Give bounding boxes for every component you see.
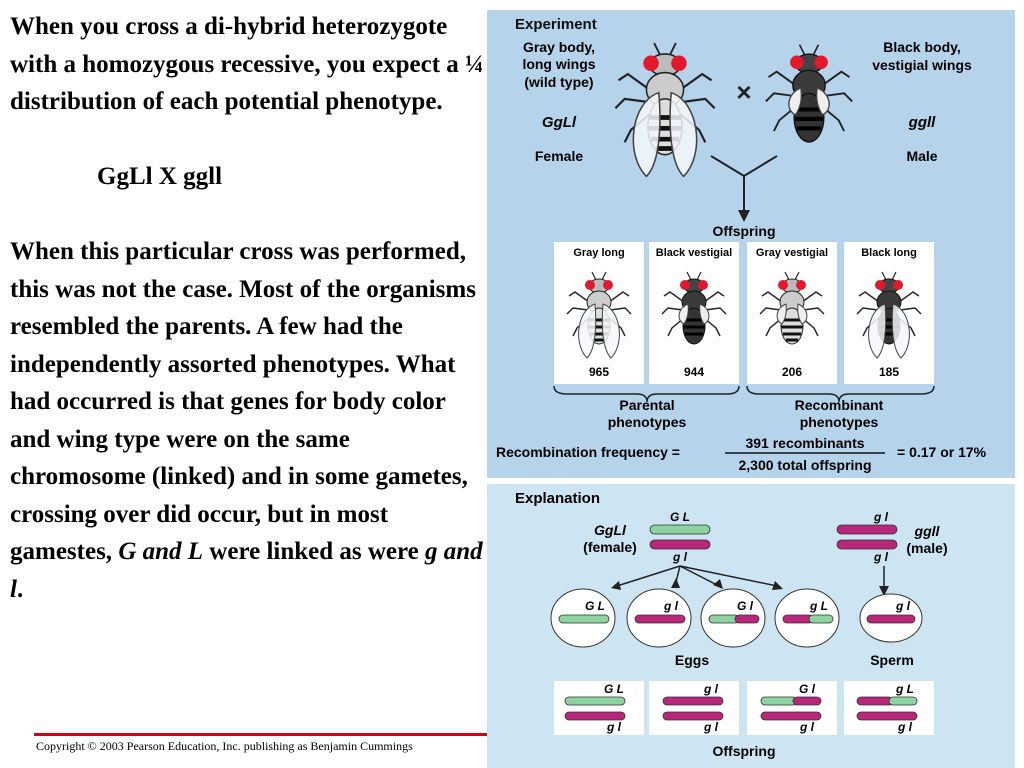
frequency-result: = 0.17 or 17%	[897, 444, 987, 460]
offspring-label-1: Black vestigial	[656, 247, 732, 259]
cross-arrowhead	[738, 210, 750, 222]
egg-3-alleles: G l	[737, 599, 754, 613]
eggs-label: Eggs	[675, 652, 709, 668]
arrowhead-egg2	[671, 578, 680, 588]
female-desc-line1: Gray body,	[523, 39, 595, 55]
frequency-label: Recombination frequency =	[496, 444, 680, 460]
experiment-heading: Experiment	[515, 16, 597, 33]
frequency-numerator: 391 recombinants	[745, 435, 864, 451]
zygote-1-bottom: g l	[606, 720, 622, 734]
zygote-2-top: g l	[703, 682, 719, 696]
zygote-2: g l g l	[649, 681, 739, 735]
explanation-male-genotype: ggll	[914, 523, 941, 539]
male-genotype: ggll	[908, 114, 936, 131]
male-top-alleles: g l	[873, 510, 889, 524]
male-chromosome-2	[836, 539, 898, 550]
divider-line	[34, 733, 488, 736]
egg-1-alleles: G L	[585, 599, 605, 613]
zygote-2-bottom: g l	[703, 720, 719, 734]
egg-1: G L	[550, 588, 616, 648]
egg-3: G l	[700, 588, 766, 648]
male-desc-line2: vestigial wings	[872, 57, 972, 73]
arrowhead-egg1	[611, 581, 621, 590]
offspring-box-gray-long: Gray long 965	[554, 242, 644, 384]
arrowhead-sperm	[879, 586, 889, 596]
egg-4: g L	[774, 588, 840, 648]
male-desc-line1: Black body,	[883, 39, 961, 55]
parental-label-line1: Parental	[619, 397, 674, 413]
zygote-1: G L g l	[554, 681, 644, 735]
male-label: Male	[906, 148, 937, 164]
zygote-3-bottom: g l	[799, 720, 815, 734]
cross-notation: GgLl X ggll	[97, 163, 223, 190]
arrowhead-egg4	[772, 581, 783, 590]
offspring-label-0: Gray long	[573, 247, 624, 259]
offspring-box-black-long: Black long 185	[844, 242, 934, 384]
parental-label-line2: phenotypes	[608, 414, 687, 430]
recombinant-label-line1: Recombinant	[795, 397, 884, 413]
offspring-label-3: Black long	[861, 247, 917, 259]
copyright-notice: Copyright © 2003 Pearson Education, Inc.…	[36, 739, 413, 753]
offspring-count-2: 206	[782, 365, 802, 379]
female-chromosome-green	[649, 524, 711, 535]
zygote-3: G l g l	[747, 681, 837, 735]
egg-2: g l	[626, 588, 692, 648]
female-chromosome-magenta	[649, 539, 711, 550]
offspring-label-2: Gray vestigial	[756, 247, 828, 259]
offspring-box-gray-vestigial: Gray vestigial 206	[747, 242, 837, 384]
recombinant-brace	[746, 385, 935, 403]
recombinant-label-line2: phenotypes	[800, 414, 879, 430]
offspring-count-3: 185	[879, 365, 899, 379]
female-desc-line2: long wings	[522, 56, 595, 72]
female-desc-line3: (wild type)	[524, 74, 593, 90]
parental-brace	[553, 385, 740, 403]
zygote-4-bottom: g l	[897, 720, 913, 734]
male-bottom-alleles: g l	[873, 550, 889, 564]
offspring-count-0: 965	[589, 365, 609, 379]
sperm-alleles: g l	[895, 599, 911, 613]
linkage-paragraph: When this particular cross was performed…	[10, 238, 483, 603]
zygote-1-top: G L	[604, 682, 624, 696]
cross-symbol: ×	[736, 77, 751, 107]
explanation-heading: Explanation	[515, 490, 600, 507]
zygote-4-top: g L	[895, 682, 914, 696]
egg-2-alleles: g l	[663, 599, 679, 613]
female-label: Female	[535, 148, 583, 164]
egg-4-alleles: g L	[809, 599, 828, 613]
female-genotype: GgLl	[542, 114, 577, 131]
female-top-alleles: G L	[670, 510, 690, 524]
zygote-3-top: G l	[799, 682, 816, 696]
explanation-female-label: (female)	[583, 539, 637, 555]
male-chromosome-1	[836, 524, 898, 535]
zygote-4: g L g l	[844, 681, 934, 735]
cross-arrow	[710, 155, 778, 212]
sperm-label: Sperm	[870, 652, 914, 668]
arrowhead-egg3	[713, 579, 723, 589]
explanation-female-genotype: GgLl	[594, 522, 627, 538]
offspring-label: Offspring	[713, 223, 776, 239]
explanatory-text: When you cross a di-hybrid heterozygote …	[10, 8, 490, 608]
meiosis-arrows	[616, 565, 885, 588]
offspring-box-black-vestigial: Black vestigial 944	[649, 242, 739, 384]
sperm-cell: g l	[859, 593, 923, 643]
intro-paragraph: When you cross a di-hybrid heterozygote …	[10, 13, 484, 115]
genetics-figure: Experiment Gray body, long wings (wild t…	[487, 10, 1015, 768]
explanation-male-label: (male)	[906, 540, 947, 556]
female-bottom-alleles: g l	[672, 550, 688, 564]
offspring-count-1: 944	[684, 365, 704, 379]
frequency-denominator: 2,300 total offspring	[738, 457, 871, 473]
explanation-offspring-label: Offspring	[713, 743, 776, 759]
